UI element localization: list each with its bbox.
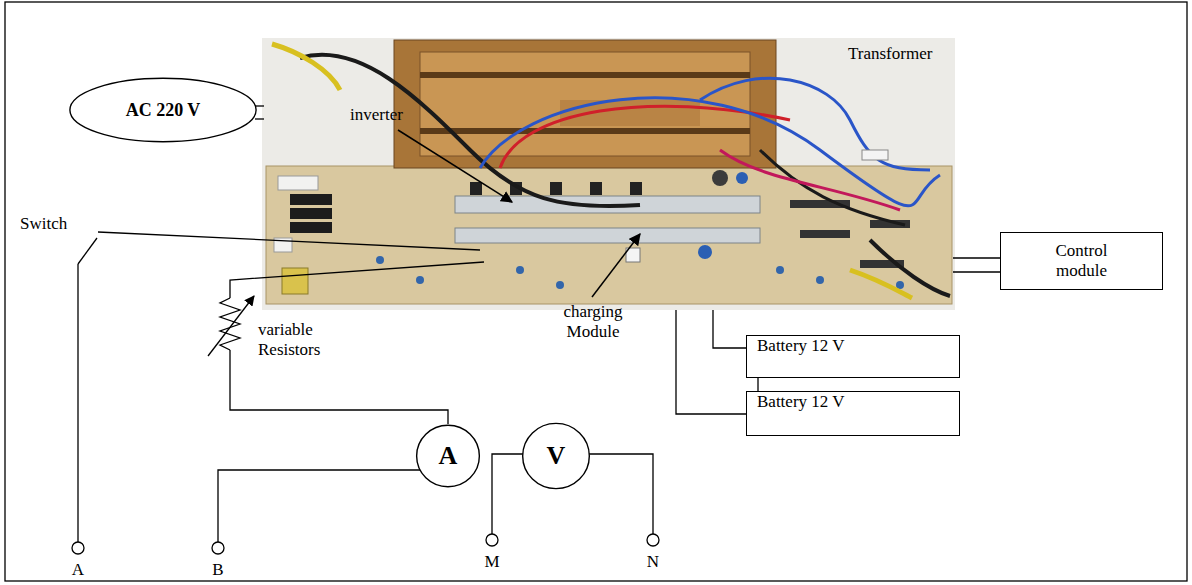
node-text: V bbox=[547, 441, 566, 471]
node-text: A bbox=[439, 441, 458, 471]
circuit-wires bbox=[78, 106, 1000, 542]
charging-leader bbox=[592, 234, 640, 297]
part-label: Transformer bbox=[848, 44, 932, 64]
part-label: variable Resistors bbox=[258, 320, 370, 359]
battery-box: Battery 12 V bbox=[746, 391, 960, 436]
node-text: AC 220 V bbox=[126, 100, 201, 121]
switch-symbol bbox=[78, 238, 97, 264]
outline-shape bbox=[417, 425, 480, 486]
inverter-leader bbox=[398, 130, 512, 202]
source-ellipse: AC 220 V bbox=[68, 77, 258, 143]
battery-box: Battery 12 V bbox=[746, 335, 960, 378]
leader-arrows bbox=[398, 130, 640, 297]
terminal-label: N bbox=[647, 552, 659, 572]
part-label: inverter bbox=[350, 105, 403, 125]
outline-shape bbox=[523, 423, 590, 488]
voltmeter-circle: V bbox=[522, 422, 590, 490]
outer-frame bbox=[5, 2, 1187, 581]
part-label: charging Module bbox=[543, 302, 643, 341]
terminal-label: B bbox=[212, 560, 223, 580]
device-photo bbox=[262, 38, 955, 310]
resistor-symbol bbox=[220, 298, 240, 350]
variable-arrow bbox=[208, 296, 254, 356]
outline-shape bbox=[70, 78, 256, 141]
node-text: Battery 12 V bbox=[757, 336, 845, 356]
node-text: Battery 12 V bbox=[757, 392, 845, 412]
switch-wire bbox=[98, 232, 480, 250]
part-label: Switch bbox=[20, 214, 67, 234]
terminal-label: A bbox=[72, 560, 84, 580]
terminals bbox=[72, 534, 659, 554]
node-text: Control module bbox=[1039, 241, 1125, 280]
connector bbox=[757, 378, 758, 391]
terminal-label: M bbox=[484, 552, 499, 572]
module-box: Control module bbox=[1000, 232, 1163, 290]
ammeter-circle: A bbox=[416, 424, 480, 488]
